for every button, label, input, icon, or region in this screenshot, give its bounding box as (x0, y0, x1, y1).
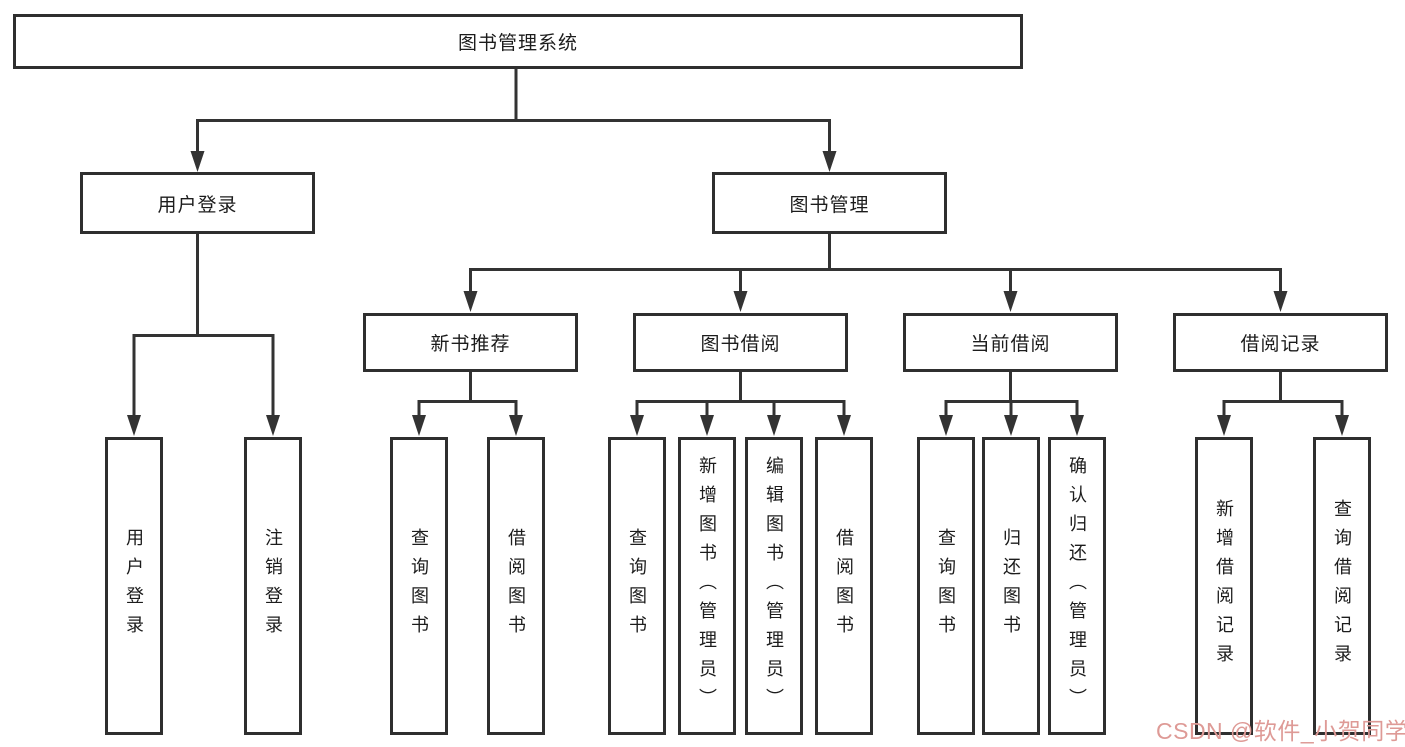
node-label: 确认归还（管理员） (1067, 455, 1087, 717)
leaf-query-books-current: 查询图书 (917, 437, 975, 735)
node-new-book-recommendation: 新书推荐 (363, 313, 578, 372)
node-label: 用户登录 (157, 194, 238, 216)
node-label: 借阅图书 (834, 528, 854, 644)
node-label: 查询图书 (936, 528, 956, 644)
node-library-system: 图书管理系统 (13, 14, 1023, 69)
node-label: 查询图书 (627, 528, 647, 644)
leaf-add-books-admin: 新增图书（管理员） (678, 437, 736, 735)
node-label: 查询图书 (409, 528, 429, 644)
node-label: 注销登录 (263, 528, 283, 644)
leaf-query-books-recommend: 查询图书 (390, 437, 448, 735)
leaf-query-borrow-record: 查询借阅记录 (1313, 437, 1371, 735)
node-label: 用户登录 (124, 528, 144, 644)
node-book-borrowing: 图书借阅 (633, 313, 848, 372)
leaf-return-books: 归还图书 (982, 437, 1040, 735)
node-label: 新书推荐 (430, 334, 511, 355)
node-borrowing-records: 借阅记录 (1173, 313, 1388, 372)
leaf-query-books-borrowing: 查询图书 (608, 437, 666, 735)
node-label: 新增图书（管理员） (697, 455, 717, 717)
node-current-borrowing: 当前借阅 (903, 313, 1118, 372)
leaf-borrow-books-recommend: 借阅图书 (487, 437, 545, 735)
node-label: 图书借阅 (700, 334, 781, 355)
node-label: 归还图书 (1001, 528, 1021, 644)
node-label: 当前借阅 (970, 334, 1051, 355)
leaf-logout: 注销登录 (244, 437, 302, 735)
node-label: 图书管理系统 (457, 33, 578, 54)
node-label: 查询借阅记录 (1332, 499, 1352, 673)
leaf-borrow-books-borrowing: 借阅图书 (815, 437, 873, 735)
leaf-edit-books-admin: 编辑图书（管理员） (745, 437, 803, 735)
leaf-user-login: 用户登录 (105, 437, 163, 735)
node-label: 编辑图书（管理员） (764, 455, 784, 717)
node-label: 图书管理 (789, 194, 870, 216)
node-label: 借阅记录 (1240, 334, 1321, 355)
node-book-management: 图书管理 (712, 172, 947, 234)
node-user-login: 用户登录 (80, 172, 315, 234)
leaf-confirm-return-admin: 确认归还（管理员） (1048, 437, 1106, 735)
leaf-add-borrow-record: 新增借阅记录 (1195, 437, 1253, 735)
node-label: 新增借阅记录 (1214, 499, 1234, 673)
node-label: 借阅图书 (506, 528, 526, 644)
csdn-watermark: CSDN @软件_小贺同学 (1156, 718, 1405, 744)
